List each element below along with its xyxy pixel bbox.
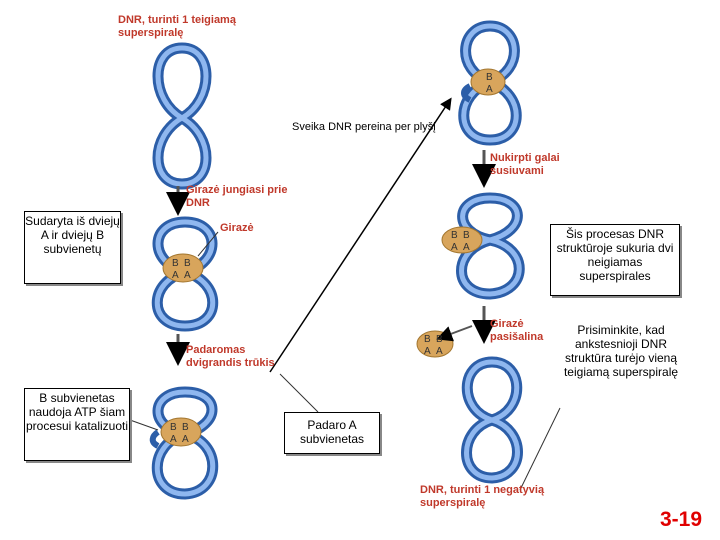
label-gyrase: Girazė bbox=[220, 222, 254, 234]
arrow-gyrase-release bbox=[436, 325, 473, 342]
label-healthy-dna: Sveika DNR pereina per plyšį bbox=[292, 121, 436, 133]
label-bottom-title: DNR, turinti 1 negatyvią superspiralę bbox=[420, 484, 545, 509]
callout-b-subunits: B subvienetas naudoja ATP šiam procesui … bbox=[24, 388, 130, 461]
pointer-b-subunits bbox=[129, 419, 159, 431]
dna-with-gyrase-left bbox=[151, 216, 219, 332]
callout-negative-supercoils: Šis procesas DNR struktūroje sukuria dvi… bbox=[550, 224, 680, 296]
pointer-reminder bbox=[519, 407, 561, 491]
dna-passing-through-top-right bbox=[458, 20, 522, 146]
subunit-a-top-right: A bbox=[486, 84, 493, 95]
pointer-gyrase bbox=[197, 231, 219, 257]
gyrase-complex-top-right bbox=[470, 68, 506, 96]
subunit-b-left-2: B bbox=[184, 258, 191, 269]
dna-double-strand-break-left bbox=[149, 386, 219, 500]
subunit-b-mid-1: B bbox=[451, 230, 458, 241]
callout-a-subunits: Padaro A subvienetas bbox=[284, 412, 380, 454]
label-top-left-title: DNR, turinti 1 teigiamą superspiralę bbox=[118, 14, 236, 39]
label-gyrase-binds: Girazė jungiasi prie DNR bbox=[186, 184, 288, 209]
slide-number: 3-19 bbox=[659, 508, 702, 531]
label-nicked-ends: Nukirpti galai susiuvami bbox=[490, 152, 560, 177]
dna-negative-supercoil-bottom-right bbox=[461, 356, 523, 484]
label-gyrase-leaves: Girazė pasišalina bbox=[490, 318, 544, 343]
gyrase-complex-middle-right bbox=[441, 226, 483, 254]
gyrase-complex-left bbox=[162, 253, 204, 283]
pointer-a-subunits bbox=[279, 373, 319, 413]
subunit-b-lower-1: B bbox=[170, 422, 177, 433]
subunit-b-left-1: B bbox=[172, 258, 179, 269]
subunit-a-left-2: A bbox=[184, 270, 191, 281]
subunit-b-mid-2: B bbox=[463, 230, 470, 241]
subunit-a-released-1: A bbox=[424, 346, 431, 357]
arrow-to-top-right bbox=[269, 97, 452, 373]
label-double-strand-break: Padaromas dvigrandis trūkis bbox=[186, 344, 275, 369]
subunit-a-lower-1: A bbox=[170, 434, 177, 445]
subunit-a-lower-2: A bbox=[182, 434, 189, 445]
dna-figure-eight-top-left bbox=[152, 42, 212, 190]
subunit-b-lower-2: B bbox=[182, 422, 189, 433]
subunit-a-mid-2: A bbox=[463, 242, 470, 253]
callout-composition: Sudaryta iš dviejų A ir dviejų B subvien… bbox=[24, 211, 121, 284]
subunit-b-released-2: B bbox=[436, 334, 443, 345]
dna-twisted-middle-right bbox=[441, 192, 525, 300]
callout-reminder: Prisiminkite, kad ankstesnioji DNR struk… bbox=[563, 323, 679, 379]
subunit-a-released-2: A bbox=[436, 346, 443, 357]
subunit-b-top-right: B bbox=[486, 72, 493, 83]
subunit-a-left-1: A bbox=[172, 270, 179, 281]
gyrase-complex-lower-left bbox=[160, 417, 202, 447]
subunit-b-released-1: B bbox=[424, 334, 431, 345]
subunit-a-mid-1: A bbox=[451, 242, 458, 253]
